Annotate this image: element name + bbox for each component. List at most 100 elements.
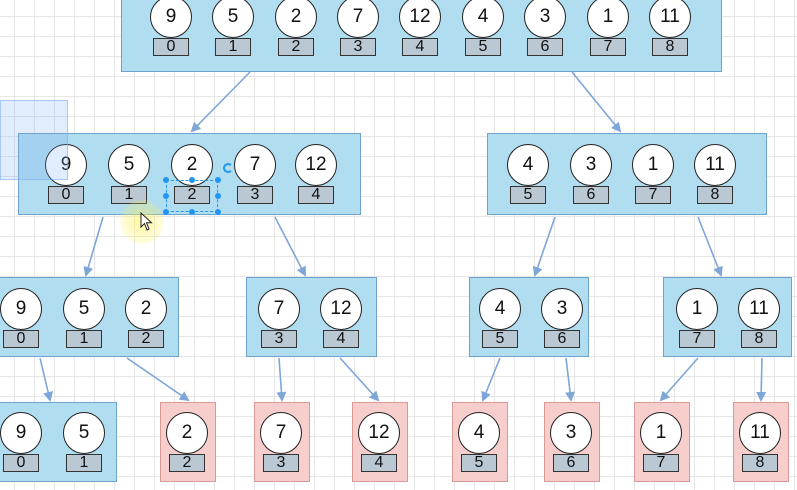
index-label: 4 xyxy=(323,330,359,348)
index-label: 3 xyxy=(263,454,299,472)
connector-arrow[interactable] xyxy=(659,357,699,402)
index-label: 0 xyxy=(153,38,189,56)
connector-arrow[interactable] xyxy=(190,71,251,133)
value-circle: 9 xyxy=(0,288,42,330)
index-label: 7 xyxy=(635,186,671,204)
value-circle: 4 xyxy=(507,144,549,186)
index-label: 0 xyxy=(48,186,84,204)
index-label: 0 xyxy=(3,330,39,348)
index-label: 5 xyxy=(465,38,501,56)
rotate-handle-icon[interactable] xyxy=(223,163,233,173)
value-circle: 11 xyxy=(739,412,781,454)
index-label: 1 xyxy=(66,454,102,472)
index-label: 8 xyxy=(742,454,778,472)
index-label: 5 xyxy=(510,186,546,204)
connector-arrow[interactable] xyxy=(274,216,306,277)
index-label: 4 xyxy=(402,38,438,56)
index-label: 1 xyxy=(215,38,251,56)
index-label: 2 xyxy=(128,330,164,348)
value-circle: 2 xyxy=(275,0,317,38)
mouse-pointer-icon xyxy=(140,212,153,231)
index-label: 6 xyxy=(553,454,589,472)
value-circle: 11 xyxy=(649,0,691,38)
value-circle: 1 xyxy=(632,144,674,186)
index-label: 3 xyxy=(237,186,273,204)
index-label: 4 xyxy=(361,454,397,472)
index-label: 3 xyxy=(261,330,297,348)
value-circle: 12 xyxy=(295,144,337,186)
value-circle: 1 xyxy=(640,412,682,454)
value-circle: 3 xyxy=(541,288,583,330)
value-circle: 12 xyxy=(399,0,441,38)
value-circle: 9 xyxy=(150,0,192,38)
index-label: 2 xyxy=(278,38,314,56)
value-circle: 3 xyxy=(524,0,566,38)
connector-arrow[interactable] xyxy=(39,357,54,402)
index-label: 7 xyxy=(679,330,715,348)
index-label: 6 xyxy=(573,186,609,204)
connector-arrow[interactable] xyxy=(565,357,576,402)
index-label: 0 xyxy=(3,454,39,472)
connector-arrow[interactable] xyxy=(571,71,622,133)
value-circle: 5 xyxy=(63,288,105,330)
index-label: 8 xyxy=(652,38,688,56)
value-circle: 1 xyxy=(676,288,718,330)
resize-handle[interactable] xyxy=(163,209,169,215)
index-label: 7 xyxy=(643,454,679,472)
connector-arrow[interactable] xyxy=(756,357,767,402)
index-label: 5 xyxy=(461,454,497,472)
resize-handle[interactable] xyxy=(163,177,169,183)
resize-handle[interactable] xyxy=(189,177,195,183)
rubber-band-selection xyxy=(0,100,68,180)
value-circle: 9 xyxy=(0,412,42,454)
selection-outline xyxy=(166,180,218,212)
index-label: 2 xyxy=(174,186,210,204)
resize-handle[interactable] xyxy=(163,193,169,199)
connector-arrow[interactable] xyxy=(339,357,380,402)
value-circle: 12 xyxy=(358,412,400,454)
value-circle: 7 xyxy=(258,288,300,330)
value-circle: 4 xyxy=(458,412,500,454)
value-circle: 3 xyxy=(570,144,612,186)
connector-arrow[interactable] xyxy=(532,216,556,277)
value-circle: 11 xyxy=(694,144,736,186)
value-circle: 7 xyxy=(234,144,276,186)
index-label: 8 xyxy=(697,186,733,204)
index-label: 6 xyxy=(527,38,563,56)
connector-arrow[interactable] xyxy=(276,357,287,402)
connector-arrow[interactable] xyxy=(126,357,190,402)
index-label: 3 xyxy=(340,38,376,56)
value-circle: 5 xyxy=(108,144,150,186)
resize-handle[interactable] xyxy=(215,193,221,199)
value-circle: 2 xyxy=(166,412,208,454)
index-label: 8 xyxy=(741,330,777,348)
index-label: 4 xyxy=(298,186,334,204)
connector-arrow[interactable] xyxy=(481,357,501,402)
resize-handle[interactable] xyxy=(215,209,221,215)
value-circle: 4 xyxy=(479,288,521,330)
index-label: 7 xyxy=(590,38,626,56)
value-circle: 5 xyxy=(212,0,254,38)
connector-arrow[interactable] xyxy=(83,216,104,277)
connector-arrow[interactable] xyxy=(697,216,723,277)
resize-handle[interactable] xyxy=(215,177,221,183)
value-circle: 7 xyxy=(337,0,379,38)
resize-handle[interactable] xyxy=(189,209,195,215)
value-circle: 2 xyxy=(171,144,213,186)
